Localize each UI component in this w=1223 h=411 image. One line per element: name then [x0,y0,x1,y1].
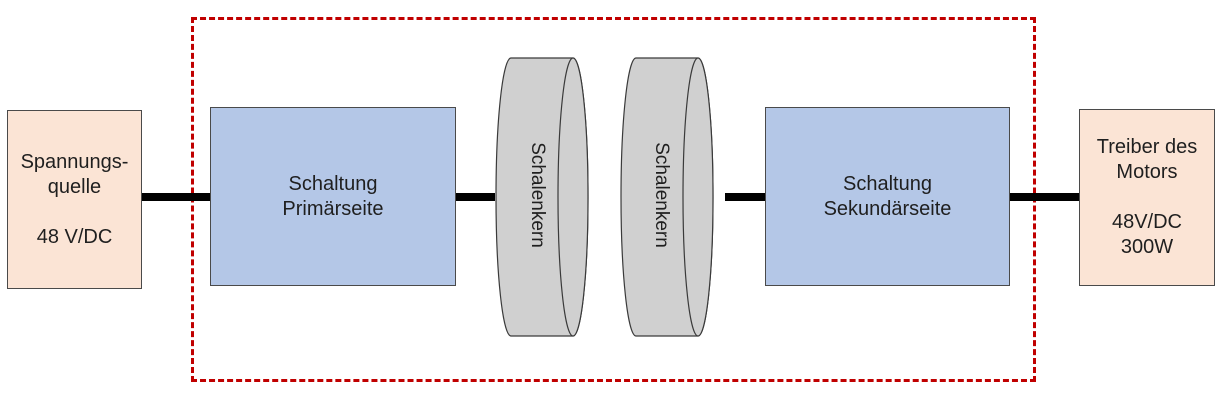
wire-core-secondary [725,193,766,201]
primary-circuit-box: Schaltung Primärseite [210,107,456,286]
pot-core-right [620,57,714,337]
pot-core-left [495,57,589,337]
pot-core-right-label: Schalenkern [651,142,672,248]
secondary-circuit-label: Schaltung Sekundärseite [823,172,952,220]
wire-primary-core [455,193,495,201]
motor-driver-label: Treiber des Motors 48V/DC 300W [1096,136,1198,258]
voltage-source-box: Spannungs- quelle 48 V/DC [7,110,142,289]
motor-driver-box: Treiber des Motors 48V/DC 300W [1079,109,1215,286]
wire-source-primary [141,193,211,201]
primary-circuit-label: Schaltung Primärseite [282,172,384,220]
secondary-circuit-box: Schaltung Sekundärseite [765,107,1010,286]
voltage-source-label: Spannungs- quelle 48 V/DC [20,150,129,248]
pot-core-left-label: Schalenkern [527,142,548,248]
wire-secondary-driver [1009,193,1080,201]
